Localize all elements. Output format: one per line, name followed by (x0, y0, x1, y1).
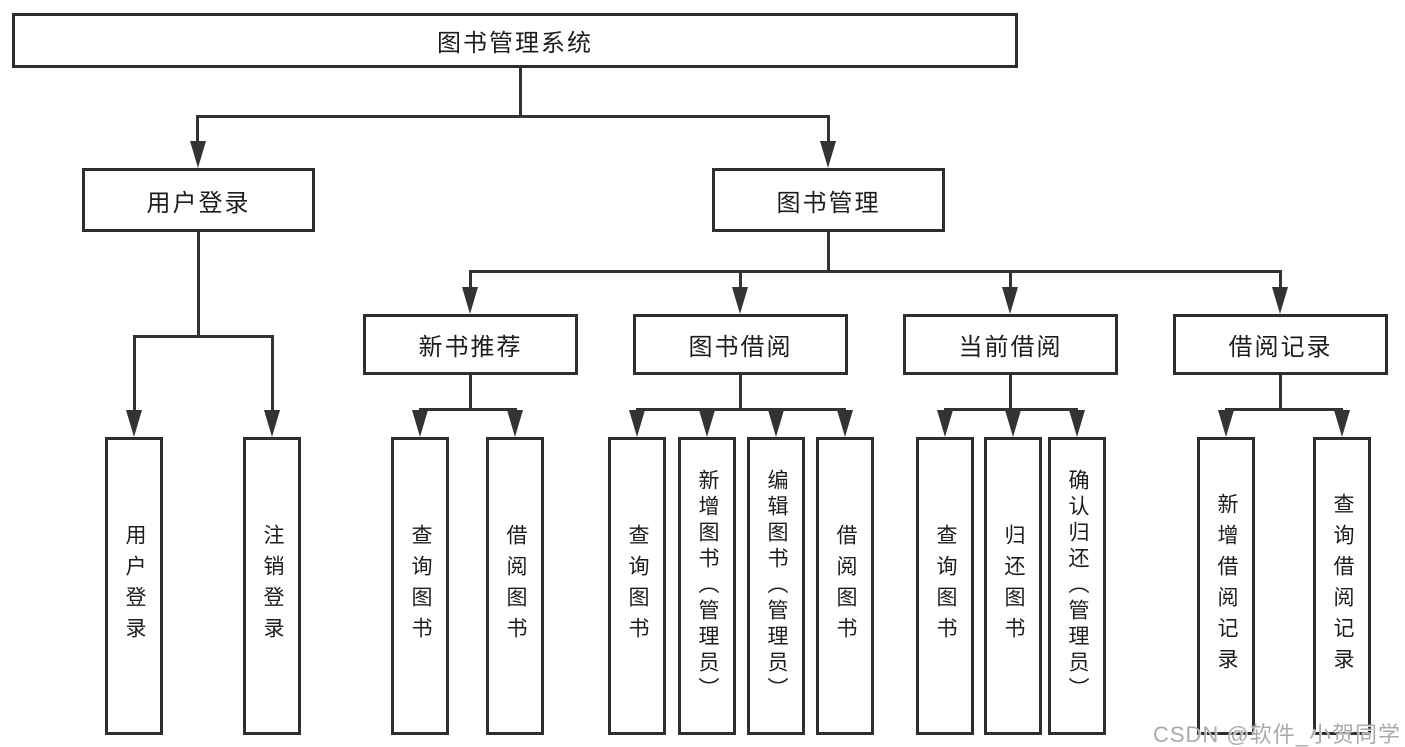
connector-span (944, 408, 1078, 411)
node-library-management-system: 图书管理系统 (12, 13, 1018, 68)
arrowhead-down-icon (1002, 287, 1018, 314)
connector-root-span (196, 115, 830, 118)
connector-stub (469, 270, 472, 289)
connector-drop (1009, 375, 1012, 409)
connector-stub (1009, 270, 1012, 289)
node-borrowing-records: 借阅记录 (1173, 314, 1388, 375)
arrowhead-down-icon (937, 410, 953, 437)
arrowhead-down-icon (837, 410, 853, 437)
connector-stub (133, 335, 136, 411)
connector-book-management-span (469, 270, 1282, 273)
leaf-query-books: 查询图书 (391, 437, 449, 735)
arrowhead-down-icon (507, 410, 523, 437)
node-book-management: 图书管理 (712, 168, 945, 232)
connector-span (419, 408, 517, 411)
leaf-user-login: 用户登录 (105, 437, 163, 735)
connector-user-login-span (133, 335, 273, 338)
connector-stub (739, 270, 742, 289)
connector-book-management-drop (827, 232, 830, 271)
connector-stub (827, 115, 830, 143)
leaf-add-books-admin: 新增图书（管理员） (678, 437, 736, 735)
arrowhead-down-icon (190, 141, 206, 168)
leaf-confirm-return-admin: 确认归还（管理员） (1048, 437, 1106, 735)
arrowhead-down-icon (1334, 410, 1350, 437)
arrowhead-down-icon (699, 410, 715, 437)
node-current-borrowing: 当前借阅 (903, 314, 1118, 375)
arrowhead-down-icon (1005, 410, 1021, 437)
leaf-query-books: 查询图书 (608, 437, 666, 735)
leaf-add-borrow-record: 新增借阅记录 (1197, 437, 1255, 735)
connector-span (636, 408, 846, 411)
node-user-login: 用户登录 (82, 168, 315, 232)
arrowhead-down-icon (1218, 410, 1234, 437)
connector-user-login-drop (197, 232, 200, 336)
leaf-return-books: 归还图书 (984, 437, 1042, 735)
leaf-logout: 注销登录 (243, 437, 301, 735)
arrowhead-down-icon (126, 410, 142, 437)
leaf-edit-books-admin: 编辑图书（管理员） (747, 437, 805, 735)
connector-drop (469, 375, 472, 409)
arrowhead-down-icon (412, 410, 428, 437)
connector-stub (271, 335, 274, 411)
arrowhead-down-icon (462, 287, 478, 314)
arrowhead-down-icon (629, 410, 645, 437)
leaf-query-books: 查询图书 (916, 437, 974, 735)
connector-drop (1279, 375, 1282, 409)
arrowhead-down-icon (768, 410, 784, 437)
watermark: CSDN @软件_小贺同学 (1152, 722, 1401, 747)
arrowhead-down-icon (264, 410, 280, 437)
leaf-borrow-books: 借阅图书 (486, 437, 544, 735)
connector-span (1225, 408, 1343, 411)
node-book-borrowing: 图书借阅 (633, 314, 848, 375)
connector-stub (196, 115, 199, 143)
connector-root-drop (519, 68, 522, 117)
arrowhead-down-icon (1272, 287, 1288, 314)
connector-stub (1279, 270, 1282, 289)
leaf-query-borrow-record: 查询借阅记录 (1313, 437, 1371, 735)
arrowhead-down-icon (820, 141, 836, 168)
arrowhead-down-icon (732, 287, 748, 314)
node-new-book-recommendation: 新书推荐 (363, 314, 578, 375)
leaf-borrow-books: 借阅图书 (816, 437, 874, 735)
arrowhead-down-icon (1069, 410, 1085, 437)
connector-drop (739, 375, 742, 409)
